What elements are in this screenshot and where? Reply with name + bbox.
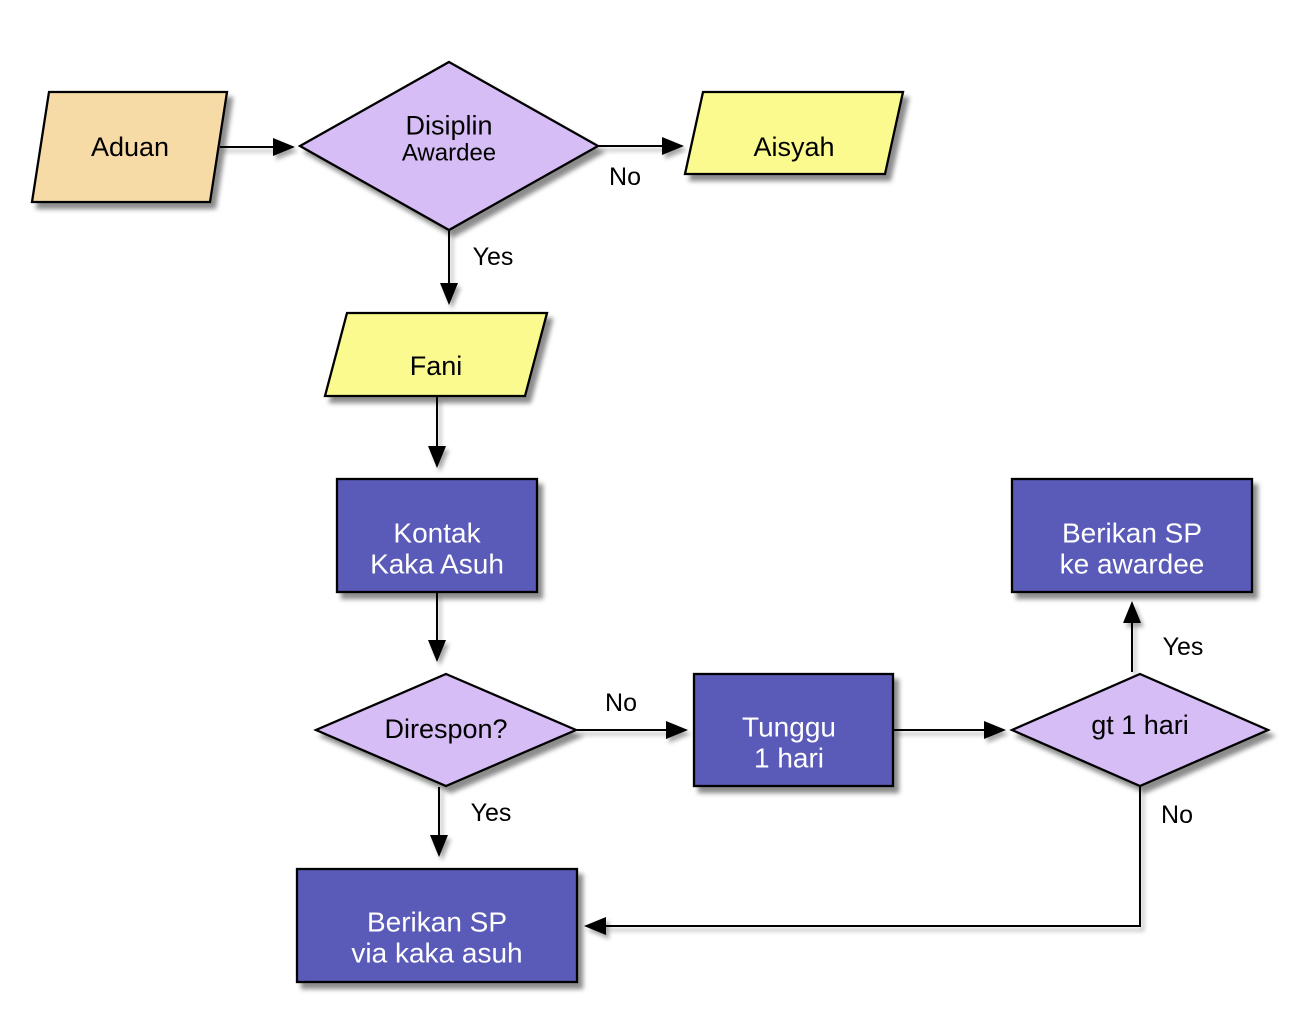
shape-gt-1-hari [1009, 672, 1271, 788]
node-label-direspon: Direspon? [384, 713, 508, 744]
node-label-gt-1-hari: gt 1 hari [1091, 709, 1189, 740]
shape-kontak-kaka-asuh [335, 477, 539, 594]
shape-aisyah [683, 90, 905, 176]
node-label-kontak-line2: Kaka Asuh [370, 549, 504, 580]
edge-label-direspon-yes: Yes [470, 799, 512, 827]
node-label-tunggu-line1: Tunggu [742, 711, 836, 743]
node-label-sp-via-kaka-asuh-line1: Berikan SP [366, 906, 508, 938]
node-label-aduan: Aduan [90, 131, 170, 162]
node-label-disiplin-line2: Awardee [401, 139, 497, 167]
node-label-sp-via-kaka-asuh-line2: via kaka asuh [351, 938, 523, 969]
node-label-tunggu-1-hari: Tunggu 1 hari [742, 712, 836, 775]
node-label-sp-ke-awardee-line2: ke awardee [1059, 549, 1205, 580]
edge-label-direspon-no: No [605, 689, 637, 717]
node-label-berikan-sp-via-kaka-asuh: Berikan SP via kaka asuh [351, 907, 522, 970]
edge-label-disiplin-yes: Yes [472, 243, 514, 271]
shape-berikan-sp-ke-awardee [1010, 477, 1254, 594]
node-label-tunggu-line2: 1 hari [753, 743, 825, 774]
shape-fani [323, 311, 549, 398]
edge-label-disiplin-no: No [609, 163, 641, 191]
shape-aduan [30, 90, 229, 204]
shape-tunggu-1-hari [692, 672, 895, 788]
edge-label-gt-no: No [1161, 801, 1193, 829]
node-label-disiplin-line1: Disiplin [405, 110, 493, 141]
node-label-sp-ke-awardee-line1: Berikan SP [1061, 517, 1203, 549]
node-label-fani: Fani [409, 350, 463, 381]
shape-direspon [313, 672, 579, 788]
node-label-kontak-line1: Kontak [393, 517, 481, 549]
node-label-berikan-sp-ke-awardee: Berikan SP ke awardee [1060, 518, 1205, 581]
shape-disiplin-awardee [297, 60, 601, 232]
shape-berikan-sp-via-kaka-asuh [295, 867, 579, 984]
arrow-gt-no-to-sp-via-kaka-asuh [584, 787, 1141, 935]
node-label-aisyah: Aisyah [753, 131, 835, 162]
node-label-kontak-kaka-asuh: Kontak Kaka Asuh [370, 518, 504, 581]
edge-label-gt-yes: Yes [1162, 633, 1204, 661]
node-label-disiplin-awardee: Disiplin Awardee [402, 110, 496, 167]
